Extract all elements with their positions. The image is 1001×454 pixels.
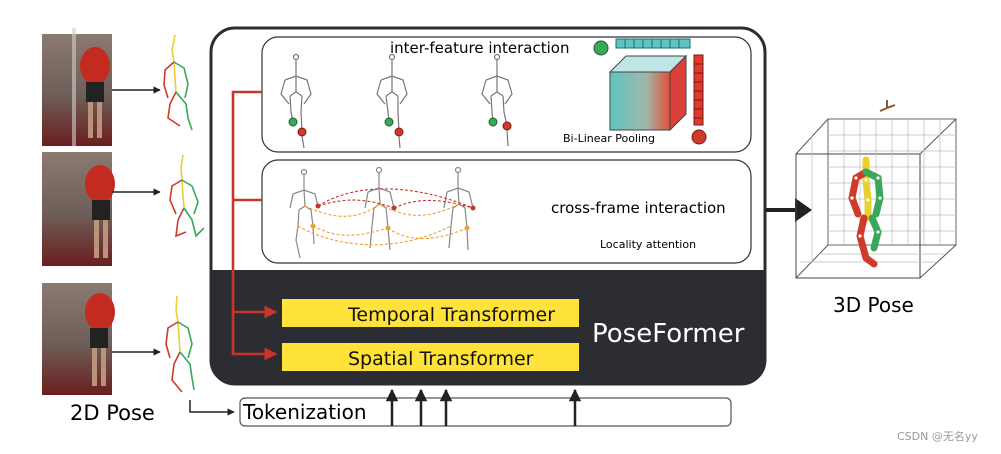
- teal-vector: [615, 38, 691, 49]
- temporal-transformer-block: [282, 299, 579, 327]
- frame-2: [42, 152, 115, 266]
- bilinear-cube: [608, 54, 688, 132]
- locality-label: Locality attention: [600, 238, 696, 251]
- locality-attention-links: [297, 188, 474, 246]
- red-node: [297, 127, 307, 137]
- cross-frame-box: [261, 159, 752, 264]
- axis-icon: [879, 100, 896, 112]
- frame-1: [42, 28, 112, 146]
- pose2d-label: 2D Pose: [70, 401, 155, 425]
- cross-frame-label: cross-frame interaction: [551, 199, 726, 217]
- red-connectors: [231, 90, 278, 361]
- spatial-transformer-label: Spatial Transformer: [348, 348, 534, 370]
- skeleton-cross-1: [289, 168, 319, 259]
- skeleton-2d-2: [169, 154, 205, 238]
- spatial-transformer-block: [282, 343, 579, 371]
- pose3d-grid: [800, 119, 956, 263]
- red-vector: [693, 54, 704, 126]
- bilinear-label: Bi-Linear Pooling: [563, 132, 655, 145]
- token-arrows: [385, 388, 582, 426]
- attention-dots: [310, 203, 476, 231]
- watermark: CSDN @无名yy: [897, 429, 978, 443]
- pose3d-label: 3D Pose: [833, 293, 914, 317]
- poseformer-label: PoseFormer: [592, 319, 745, 349]
- inter-feature-label: inter-feature interaction: [390, 39, 569, 57]
- frame-3: [42, 283, 115, 395]
- skeleton-2d-3: [165, 295, 195, 393]
- pose3d-skeleton: [848, 156, 884, 268]
- skeleton-2d-1: [163, 34, 193, 131]
- red-feature-icon: [691, 129, 707, 145]
- green-node: [288, 117, 298, 127]
- skeleton-gray-1: [280, 53, 312, 133]
- temporal-transformer-label: Temporal Transformer: [347, 304, 555, 326]
- green-feature-icon: [593, 40, 609, 56]
- tokenization-label: Tokenization: [242, 400, 367, 424]
- skeleton-cross-2: [364, 166, 395, 251]
- tokenization-bar: [239, 397, 732, 427]
